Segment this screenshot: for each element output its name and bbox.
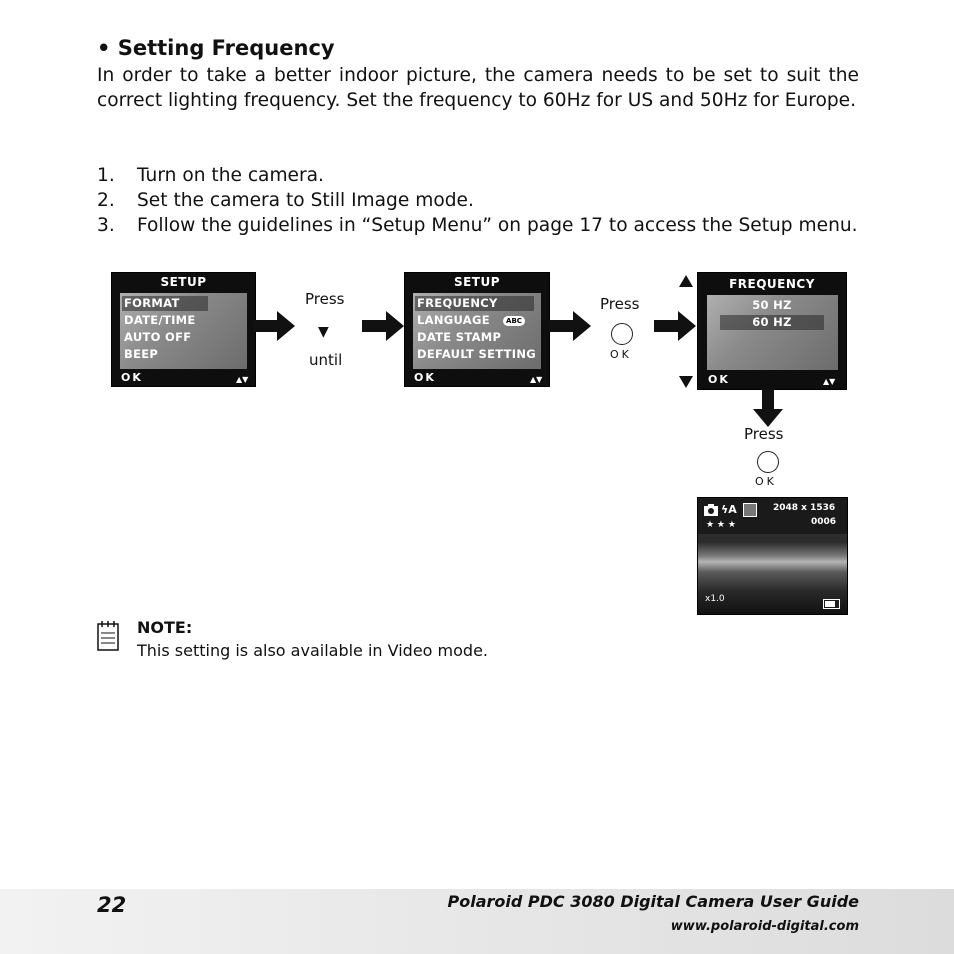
ok-button-label: OK xyxy=(755,475,777,488)
flash-auto-icon: ϟA xyxy=(721,503,737,516)
setup-screen-2: SETUP FREQUENCY LANGUAGE ABC DATE STAMP … xyxy=(404,272,550,387)
ok-button-label: OK xyxy=(610,348,632,361)
freq-option-50hz: 50 HZ xyxy=(720,298,824,312)
ok-label: OK xyxy=(708,373,730,386)
screen-title: FREQUENCY xyxy=(698,277,846,291)
guide-title: Polaroid PDC 3080 Digital Camera User Gu… xyxy=(448,892,859,911)
step-text: Turn on the camera. xyxy=(137,165,324,186)
up-down-icon: ▲▼ xyxy=(530,375,542,384)
menu-item-date-time: DATE/TIME xyxy=(124,313,196,327)
up-down-icon: ▲▼ xyxy=(236,375,248,384)
step-number: 1. xyxy=(97,163,115,188)
down-arrow-icon xyxy=(753,389,783,427)
up-triangle-icon xyxy=(679,275,693,287)
until-label: until xyxy=(309,351,342,369)
press-label: Press xyxy=(305,290,344,308)
step-2: 2. Set the camera to Still Image mode. xyxy=(97,188,859,213)
right-arrow-icon xyxy=(549,311,591,341)
language-badge: ABC xyxy=(503,316,525,326)
press-label: Press xyxy=(600,295,639,313)
step-3: 3. Follow the guidelines in “Setup Menu” … xyxy=(97,213,859,238)
shot-count: 0006 xyxy=(811,517,836,527)
ok-button-icon xyxy=(611,323,633,345)
steps-list: 1. Turn on the camera. 2. Set the camera t… xyxy=(97,163,859,238)
note-icon xyxy=(97,621,119,651)
frequency-screen: FREQUENCY 50 HZ 60 HZ OK ▲▼ xyxy=(697,272,847,390)
menu-item-format: FORMAT xyxy=(122,296,208,311)
menu-item-beep: BEEP xyxy=(124,347,158,361)
ok-label: OK xyxy=(414,371,436,384)
down-triangle-icon xyxy=(679,376,693,388)
note-text: This setting is also available in Video … xyxy=(137,641,488,660)
menu-item-language: LANGUAGE xyxy=(417,313,490,327)
footer-url: www.polaroid-digital.com xyxy=(671,919,859,934)
right-arrow-icon xyxy=(654,311,696,341)
freq-option-60hz: 60 HZ xyxy=(720,315,824,330)
quality-stars: ★ ★ ★ xyxy=(706,520,736,530)
ok-button-icon xyxy=(757,451,779,473)
battery-icon xyxy=(823,599,840,609)
ok-label: OK xyxy=(121,371,143,384)
step-text: Follow the guidelines in “Setup Menu” on… xyxy=(137,215,858,236)
menu-item-default-setting: DEFAULT SETTING xyxy=(417,347,536,361)
menu-item-date-stamp: DATE STAMP xyxy=(417,330,501,344)
section-title: • Setting Frequency xyxy=(97,36,335,60)
resolution-label: 2048 x 1536 xyxy=(773,503,835,513)
camera-icon xyxy=(704,504,718,516)
step-number: 2. xyxy=(97,188,115,213)
page-number: 22 xyxy=(97,893,126,917)
scene-icon xyxy=(743,503,757,517)
intro-paragraph: In order to take a better indoor picture… xyxy=(97,63,859,113)
screen-title: SETUP xyxy=(112,275,255,289)
note-title: NOTE: xyxy=(137,618,192,637)
setup-screen-1: SETUP FORMAT DATE/TIME AUTO OFF BEEP OK … xyxy=(111,272,256,387)
step-1: 1. Turn on the camera. xyxy=(97,163,859,188)
press-label: Press xyxy=(744,425,783,443)
step-number: 3. xyxy=(97,213,115,238)
preview-screen: ϟA 2048 x 1536 0006 ★ ★ ★ x1.0 xyxy=(697,497,848,615)
zoom-label: x1.0 xyxy=(705,594,725,604)
screen-title: SETUP xyxy=(405,275,549,289)
down-triangle-icon: ▼ xyxy=(318,324,329,340)
menu-item-auto-off: AUTO OFF xyxy=(124,330,191,344)
right-arrow-icon xyxy=(253,311,295,341)
menu-item-frequency: FREQUENCY xyxy=(415,296,534,311)
step-text: Set the camera to Still Image mode. xyxy=(137,190,474,211)
right-arrow-icon xyxy=(362,311,404,341)
up-down-icon: ▲▼ xyxy=(823,377,835,386)
